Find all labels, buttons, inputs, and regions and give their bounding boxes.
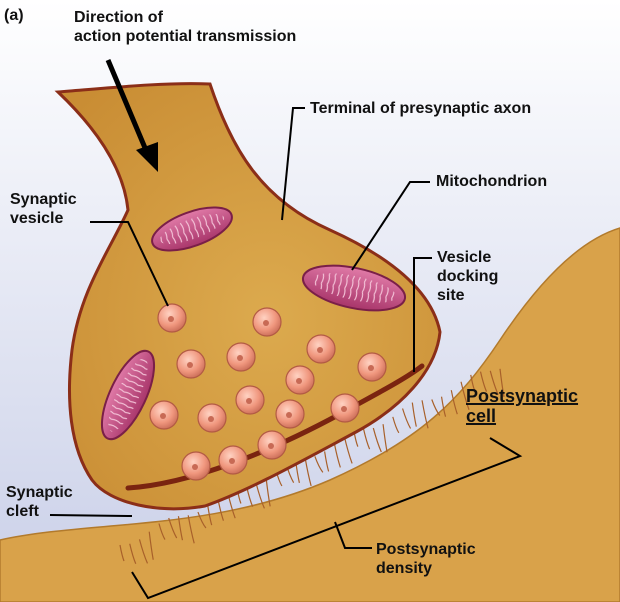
vesicle bbox=[176, 349, 206, 379]
vesicle bbox=[252, 307, 282, 337]
density-fiber bbox=[460, 381, 470, 410]
vesicle bbox=[181, 451, 211, 481]
vesicle bbox=[226, 342, 256, 372]
density-fiber bbox=[450, 390, 458, 415]
density-fiber bbox=[440, 396, 447, 417]
density-fiber bbox=[421, 400, 429, 429]
density-fiber bbox=[187, 515, 195, 544]
leader-synaptic-cleft bbox=[49, 514, 133, 517]
vesicle bbox=[330, 393, 360, 423]
postsynaptic-density-bracket bbox=[131, 437, 523, 600]
density-fiber bbox=[129, 543, 137, 564]
active-zone-rim bbox=[125, 363, 425, 491]
density-fiber bbox=[314, 456, 324, 473]
synaptic-vesicles bbox=[149, 303, 387, 481]
density-fiber bbox=[470, 374, 476, 392]
density-fiber bbox=[363, 428, 371, 450]
density-fiber bbox=[119, 544, 125, 562]
density-fiber bbox=[148, 531, 154, 560]
leader-lines bbox=[49, 107, 523, 600]
density-fiber bbox=[499, 368, 505, 397]
vesicle bbox=[157, 303, 187, 333]
label-synaptic-cleft: Synaptic cleft bbox=[6, 484, 73, 520]
postsynaptic-density-fibers bbox=[119, 368, 505, 564]
label-postsynaptic-density: Postsynaptic density bbox=[376, 541, 476, 577]
density-fiber bbox=[401, 408, 412, 429]
leader-terminal bbox=[281, 107, 305, 221]
vesicle bbox=[218, 445, 248, 475]
density-fiber bbox=[489, 370, 499, 396]
mitochondrion-right bbox=[301, 264, 407, 312]
density-fiber bbox=[382, 424, 388, 453]
density-fiber bbox=[392, 416, 400, 434]
vesicle bbox=[149, 400, 179, 430]
density-fiber bbox=[168, 517, 178, 539]
postsynaptic-cell-body bbox=[0, 227, 620, 602]
mitochondrion-left bbox=[100, 349, 156, 441]
label-terminal: Terminal of presynaptic axon bbox=[310, 100, 532, 117]
panel-label: (a) bbox=[4, 7, 24, 24]
leader-postsynaptic-density bbox=[334, 521, 372, 549]
vesicle bbox=[197, 403, 227, 433]
leader-mitochondrion bbox=[351, 181, 430, 271]
density-fiber bbox=[333, 443, 341, 468]
vesicle bbox=[257, 430, 287, 460]
label-synaptic-vesicle: Synaptic vesicle bbox=[10, 191, 77, 227]
density-fiber bbox=[255, 484, 265, 509]
vesicle bbox=[285, 365, 315, 395]
density-fiber bbox=[138, 539, 149, 564]
vesicle bbox=[235, 385, 265, 415]
density-fiber bbox=[324, 451, 330, 472]
density-fiber bbox=[431, 399, 441, 416]
density-fiber bbox=[207, 505, 213, 526]
label-postsynaptic-cell: Postsynaptic cell bbox=[466, 386, 579, 426]
density-fiber bbox=[197, 511, 207, 529]
leader-docking-site bbox=[413, 257, 432, 372]
density-fiber bbox=[158, 523, 166, 540]
label-mitochondrion: Mitochondrion bbox=[436, 173, 548, 190]
density-fiber bbox=[372, 427, 382, 453]
label-vesicle-docking-site: Vesicle docking site bbox=[437, 249, 499, 304]
density-fiber bbox=[479, 371, 488, 392]
direction-arrow bbox=[105, 59, 158, 172]
density-fiber bbox=[265, 478, 271, 507]
vesicle bbox=[306, 334, 336, 364]
leader-synaptic-vesicle bbox=[90, 221, 169, 307]
mitochondrion-top bbox=[151, 206, 233, 252]
density-fiber bbox=[177, 516, 184, 541]
vesicle bbox=[357, 352, 387, 382]
label-direction: Direction of action potential transmissi… bbox=[74, 9, 297, 45]
density-fiber bbox=[304, 457, 312, 487]
density-fiber bbox=[411, 402, 417, 427]
vesicle bbox=[275, 399, 305, 429]
